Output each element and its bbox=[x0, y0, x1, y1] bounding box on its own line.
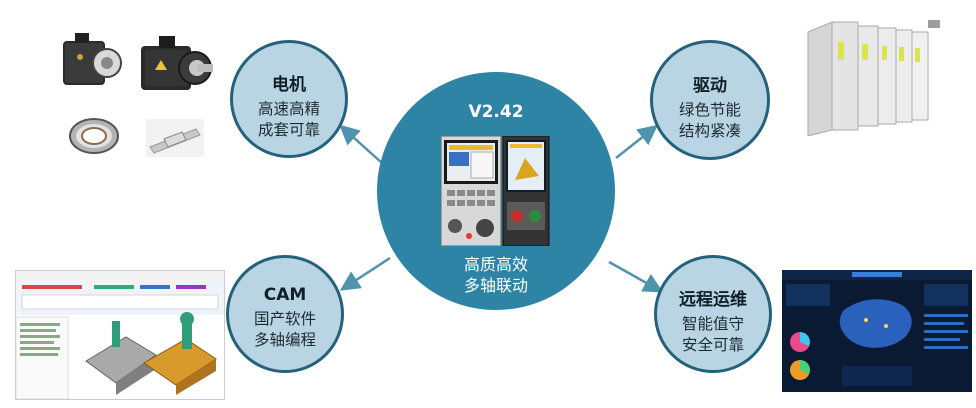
remote-line-2: 安全可靠 bbox=[681, 336, 744, 354]
motor-title: 电机 bbox=[272, 75, 306, 95]
center-line-2: 多轴联动 bbox=[463, 276, 528, 295]
center-node: V2.42 高质高效 多轴联动 bbox=[377, 72, 615, 310]
linear-guide-photo bbox=[146, 119, 204, 157]
motor-node: 电机 高速高精 成套可靠 bbox=[230, 40, 348, 158]
remote-line-1: 智能值守 bbox=[681, 315, 744, 333]
servo-drive-cabinet-photo bbox=[802, 14, 942, 137]
cam-line-1: 国产软件 bbox=[253, 310, 316, 328]
cam-line-2: 多轴编程 bbox=[253, 331, 316, 349]
connector-remote bbox=[608, 260, 664, 293]
bearing-photo bbox=[68, 116, 120, 156]
remote-monitoring-dashboard-screenshot bbox=[782, 270, 972, 392]
cam-node: CAM 国产软件 多轴编程 bbox=[226, 255, 344, 373]
cam-title: CAM bbox=[263, 285, 307, 305]
center-line-1: 高质高效 bbox=[463, 255, 528, 274]
drive-line-2: 结构紧凑 bbox=[678, 122, 741, 140]
cam-software-screenshot bbox=[15, 270, 225, 400]
cnc-controller-photo bbox=[440, 135, 551, 247]
drive-line-1: 绿色节能 bbox=[678, 101, 741, 119]
connector-motor bbox=[339, 124, 383, 164]
version-label: V2.42 bbox=[468, 102, 524, 122]
motor-line-1: 高速高精 bbox=[257, 100, 320, 118]
drive-node: 驱动 绿色节能 结构紧凑 bbox=[650, 40, 770, 160]
connector-cam bbox=[339, 256, 391, 291]
servo-motor-photo-2 bbox=[137, 30, 217, 100]
connector-drive bbox=[615, 124, 658, 159]
remote-title: 远程运维 bbox=[679, 290, 747, 310]
motor-line-2: 成套可靠 bbox=[257, 121, 320, 139]
drive-title: 驱动 bbox=[693, 76, 727, 96]
servo-motor-photo-1 bbox=[55, 27, 125, 97]
remote-node: 远程运维 智能值守 安全可靠 bbox=[654, 255, 772, 373]
